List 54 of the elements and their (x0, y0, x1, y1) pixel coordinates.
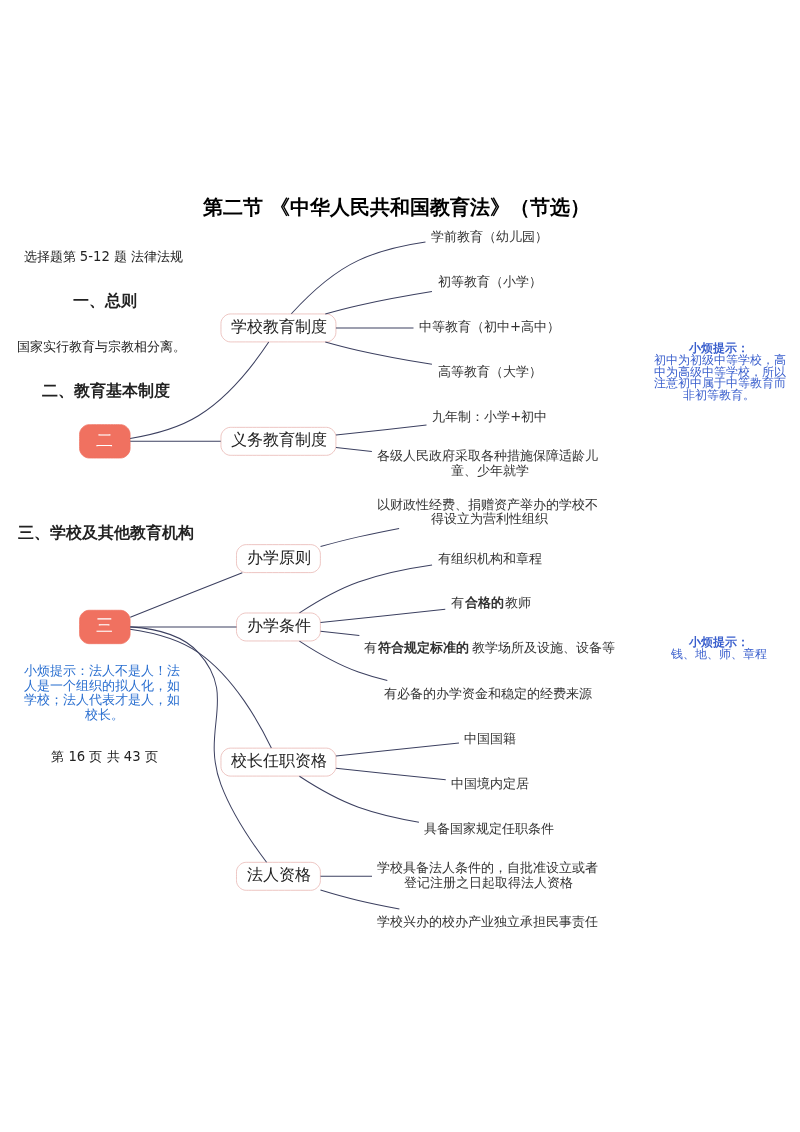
connector (298, 775, 420, 823)
node-text: 有组织机构和章程 (437, 550, 542, 566)
node-text: 中国境内定居 (451, 775, 530, 791)
connector (319, 889, 400, 910)
node-box: 校长任职资格 (220, 747, 337, 777)
connector (320, 608, 446, 624)
node-text: 有必备的办学资金和稳定的经费来源 (384, 685, 593, 701)
connector (298, 564, 433, 614)
node-box: 办学条件 (236, 612, 321, 642)
label: 国家实行教育与宗教相分离。 (17, 339, 187, 355)
label: 三、学校及其他教育机构 (18, 523, 195, 542)
node-text: 中国国籍 (464, 730, 517, 746)
label: 一、总则 (72, 292, 137, 311)
node-text: 具备国家规定任职条件 (424, 820, 555, 836)
connector (129, 626, 268, 863)
node-box: 二 (79, 424, 131, 459)
node-text: 学校具备法人条件的，自批准设立或者登记注册之日起取得法人资格 (377, 860, 599, 890)
node-text: 小烦提示： 初中为初级中等学校，高中为高级中等学校，所以注意初中属于中等教育而非初等教育。 (653, 341, 786, 402)
label: 第 16 页 共 43 页 (51, 748, 158, 764)
connector (335, 424, 428, 436)
connector (324, 291, 433, 315)
node-text: 各级人民政府采取各种措施保障适龄儿童、少年就学 (377, 448, 599, 479)
node-box: 学校教育制度 (220, 313, 337, 343)
diagram-title: 第二节 《中华人民共和国教育法》（节选） (203, 194, 591, 219)
node-text: 有合格的教师 (450, 594, 532, 610)
connector (129, 440, 222, 442)
connector (335, 742, 460, 757)
connector (290, 241, 426, 315)
connector (320, 527, 400, 548)
node-text: 有符合规定标准的教学场所及设施、设备等 (363, 639, 615, 655)
connector (320, 875, 373, 877)
connector (298, 640, 388, 682)
connector (129, 341, 270, 439)
label: 选择题第 5-12 题 法律法规 (23, 249, 184, 265)
node-box: 法人资格 (236, 861, 321, 891)
node-box: 办学原则 (236, 544, 321, 573)
node-text: 学前教育（幼儿园） (431, 229, 549, 245)
connector (129, 572, 243, 618)
node-text: 初等教育（小学） (437, 274, 542, 290)
node-text: 九年制：小学+初中 (432, 409, 548, 425)
label: 二、教育基本制度 (41, 382, 170, 401)
label: 小烦提示：法人不是人！法人是一个组织的拟人化，如学校；法人代表才是人，如校长。 (24, 662, 181, 723)
node-text: 学校兴办的校办产业独立承担民事责任 (377, 914, 599, 930)
connector (129, 628, 272, 749)
node-text: 以财政性经费、捐赠资产举办的学校不得设立为营利性组织 (377, 496, 599, 527)
node-box: 三 (79, 609, 131, 645)
node-text: 中等教育（初中+高中） (419, 319, 561, 335)
node-text: 高等教育（大学） (437, 364, 542, 380)
node-text: 小烦提示： 钱、地、师、章程 (671, 635, 768, 662)
connector (335, 447, 373, 453)
connector (324, 341, 433, 365)
connector (335, 767, 447, 781)
connector (320, 630, 360, 636)
node-box: 义务教育制度 (220, 426, 337, 456)
